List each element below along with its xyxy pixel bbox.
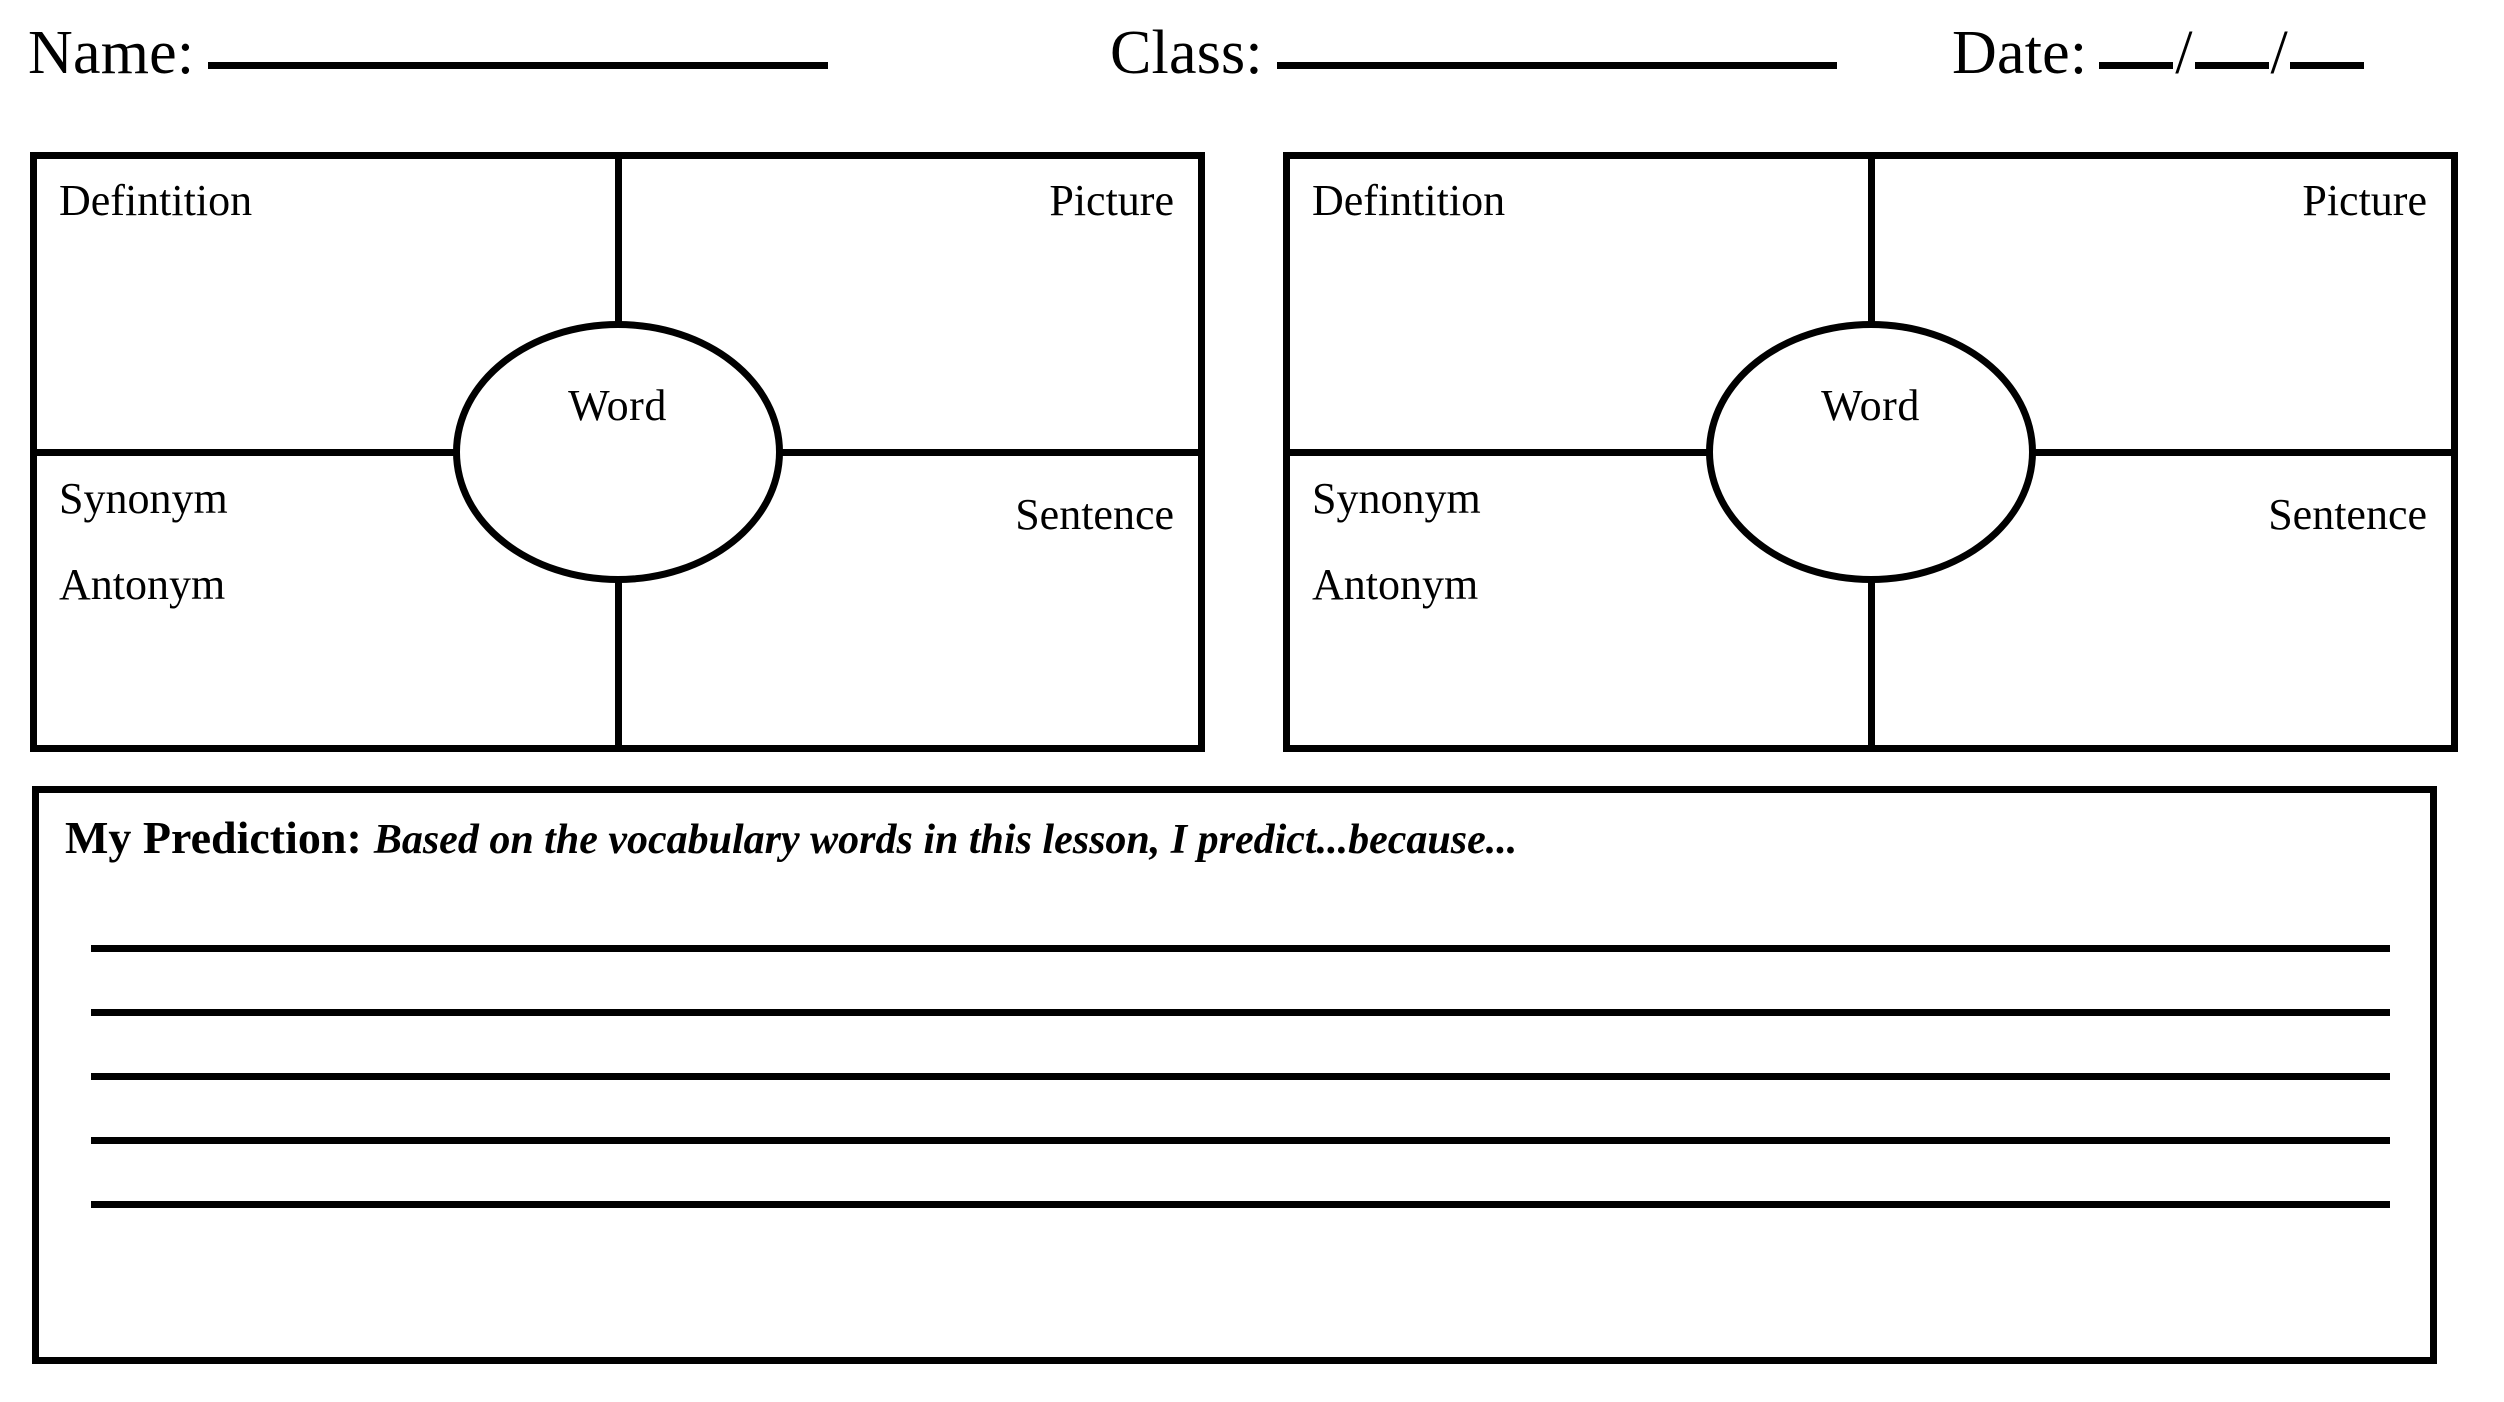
sentence-label: Sentence bbox=[1015, 490, 1174, 539]
sentence-label: Sentence bbox=[2268, 490, 2427, 539]
prediction-write-line[interactable] bbox=[91, 1201, 2390, 1208]
antonym-label: Antonym bbox=[59, 560, 226, 609]
date-label: Date: bbox=[1952, 19, 2088, 87]
prediction-heading: My Prediction: Based on the vocabulary w… bbox=[65, 812, 1518, 863]
word-ellipse[interactable]: Word bbox=[452, 321, 783, 583]
name-write-line[interactable] bbox=[208, 62, 829, 69]
prediction-write-lines[interactable] bbox=[91, 945, 2390, 1265]
prediction-title: My Prediction: bbox=[65, 812, 362, 863]
word-label: Word bbox=[1821, 381, 1920, 430]
class-write-line[interactable] bbox=[1276, 62, 1837, 69]
word-ellipse[interactable]: Word bbox=[1705, 321, 2036, 583]
date-field[interactable]: Date: / / bbox=[1952, 22, 2364, 84]
date-day-blank[interactable] bbox=[2194, 62, 2269, 69]
prediction-write-line[interactable] bbox=[91, 945, 2390, 952]
synonym-label: Synonym bbox=[59, 474, 228, 523]
class-field[interactable]: Class: bbox=[1110, 22, 1837, 84]
picture-label: Picture bbox=[1049, 176, 1174, 225]
word-label: Word bbox=[568, 381, 667, 430]
date-month-blank[interactable] bbox=[2099, 62, 2174, 69]
prediction-write-line[interactable] bbox=[91, 1137, 2390, 1144]
name-label: Name: bbox=[28, 19, 195, 87]
date-separator-2: / bbox=[2270, 19, 2288, 87]
worksheet-header: Name: Class: Date: / / bbox=[0, 0, 2504, 118]
class-label: Class: bbox=[1110, 19, 1263, 87]
date-separator-1: / bbox=[2175, 19, 2193, 87]
prediction-write-line[interactable] bbox=[91, 1073, 2390, 1080]
prediction-section: My Prediction: Based on the vocabulary w… bbox=[32, 786, 2437, 1364]
antonym-label: Antonym bbox=[1312, 560, 1479, 609]
frayer-model-2: Defintition Picture Synonym Antonym Sent… bbox=[1283, 152, 2458, 752]
definition-label: Defintition bbox=[59, 176, 253, 225]
prediction-prompt: Based on the vocabulary words in this le… bbox=[373, 817, 1518, 863]
name-field[interactable]: Name: bbox=[28, 19, 829, 87]
frayer-model-1: Defintition Picture Synonym Antonym Sent… bbox=[30, 152, 1205, 752]
date-year-blank[interactable] bbox=[2289, 62, 2364, 69]
picture-label: Picture bbox=[2302, 176, 2427, 225]
synonym-label: Synonym bbox=[1312, 474, 1481, 523]
prediction-write-line[interactable] bbox=[91, 1009, 2390, 1016]
definition-label: Defintition bbox=[1312, 176, 1506, 225]
date-write-lines[interactable]: / / bbox=[2099, 19, 2364, 87]
